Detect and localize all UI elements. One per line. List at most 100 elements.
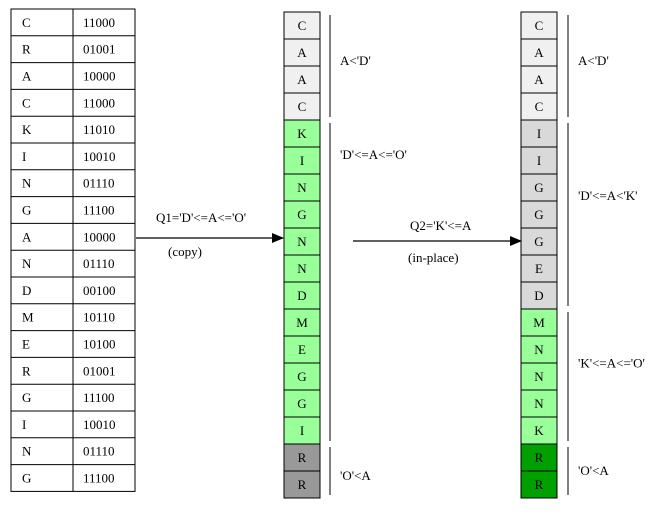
col1-cell: D: [283, 281, 321, 310]
col1-cell-box: [283, 227, 321, 256]
col2-cell: N: [520, 389, 558, 418]
row-char: G: [22, 471, 31, 486]
col2-cell: N: [520, 362, 558, 391]
row-code: 10010: [83, 149, 116, 164]
col2-cell-char: C: [535, 18, 544, 33]
col2-cell-char: I: [537, 153, 541, 168]
row-char: A: [22, 69, 32, 84]
col2-cell: D: [520, 281, 558, 310]
col1-cell-char: G: [297, 207, 306, 222]
col1-cell-box: [283, 308, 321, 337]
col2-cell-char: A: [534, 45, 544, 60]
col2-cell: K: [520, 416, 558, 445]
col2-cell-char: N: [534, 369, 544, 384]
col2-cell-char: D: [534, 288, 543, 303]
row-char: C: [22, 95, 31, 110]
col2-cell: I: [520, 146, 558, 175]
col2-cell-char: K: [534, 423, 544, 438]
col1-cell: R: [283, 470, 321, 499]
col2-cell: G: [520, 227, 558, 256]
col2-cell: N: [520, 335, 558, 364]
row-char: D: [22, 283, 31, 298]
col2-cell: I: [520, 119, 558, 148]
col2-cell-char: R: [535, 477, 544, 492]
col1-cell-char: A: [297, 45, 307, 60]
col1-cell-char: A: [297, 72, 307, 87]
row-code: 11000: [83, 15, 115, 30]
col1-cell-box: [283, 146, 321, 175]
col2-cell-box: [520, 308, 558, 337]
row-char: C: [22, 15, 31, 30]
col1-cell-box: [283, 389, 321, 418]
row-char: R: [22, 42, 31, 57]
arrow-q2: Q2='K'<=A (in-place): [353, 218, 522, 265]
col2-cell-char: G: [534, 180, 543, 195]
col2-cell-char: N: [534, 396, 544, 411]
col2-cell-box: [520, 38, 558, 67]
row-code: 01110: [83, 444, 115, 459]
col1-cell-char: M: [296, 315, 308, 330]
col1-cell-char: R: [298, 477, 307, 492]
row-char: N: [22, 444, 32, 459]
col1-cell-char: C: [298, 99, 307, 114]
row-code: 10110: [83, 310, 115, 325]
row-char: G: [22, 390, 31, 405]
col2-cell-box: [520, 362, 558, 391]
arrow-q2-query: Q2='K'<=A: [410, 218, 472, 233]
col1-cell: I: [283, 146, 321, 175]
col1-cell-char: N: [297, 261, 307, 276]
col2-cell-box: [520, 92, 558, 121]
col2-cell: C: [520, 11, 558, 40]
row-code: 10000: [83, 69, 116, 84]
col2-cell-char: G: [534, 234, 543, 249]
col1-range-label: 'O'<A: [340, 468, 371, 483]
col2-cell-box: [520, 470, 558, 499]
col2-range-bracket: 'D'<=A<'K': [567, 123, 638, 306]
table-row: R 01001: [11, 356, 135, 378]
col2-cell-char: C: [535, 99, 544, 114]
col1-cell: G: [283, 389, 321, 418]
row-char: R: [22, 363, 31, 378]
row-char: I: [22, 417, 26, 432]
col2-cell-box: [520, 389, 558, 418]
row-code: 11010: [83, 122, 115, 137]
row-code: 01110: [83, 176, 115, 191]
row-char: N: [22, 176, 32, 191]
col1-cell-box: [283, 362, 321, 391]
arrow-q2-mode: (in-place): [408, 250, 459, 265]
col1-cell-char: N: [297, 234, 307, 249]
col1-cell: G: [283, 362, 321, 391]
row-code: 01001: [83, 363, 116, 378]
table-row: N 01110: [11, 169, 135, 191]
col1-range-label: 'D'<=A<='O': [340, 147, 407, 162]
row-char: N: [22, 256, 32, 271]
col2-cell: C: [520, 92, 558, 121]
col2-cell-char: I: [537, 126, 541, 141]
row-code: 10100: [83, 337, 116, 352]
col2-range-label: A<'D': [578, 53, 609, 68]
col2-cell-box: [520, 146, 558, 175]
col2-range-label: 'K'<=A<='O': [578, 356, 645, 371]
arrow-q1-query: Q1='D'<=A<='O': [156, 210, 246, 225]
row-code: 00100: [83, 283, 116, 298]
col1-cell: C: [283, 11, 321, 40]
col2-cell-char: M: [533, 315, 545, 330]
col1-cell: N: [283, 254, 321, 283]
row-char: G: [22, 203, 31, 218]
row-code: 11000: [83, 95, 115, 110]
col1-cell-char: C: [298, 18, 307, 33]
col2-range-label: 'O'<A: [578, 463, 609, 478]
col2-range-bracket: 'O'<A: [567, 447, 609, 495]
col2-cell-box: [520, 65, 558, 94]
col2-cell-box: [520, 281, 558, 310]
col1-cell-char: G: [297, 369, 306, 384]
col2-range-bracket: A<'D': [567, 15, 609, 117]
